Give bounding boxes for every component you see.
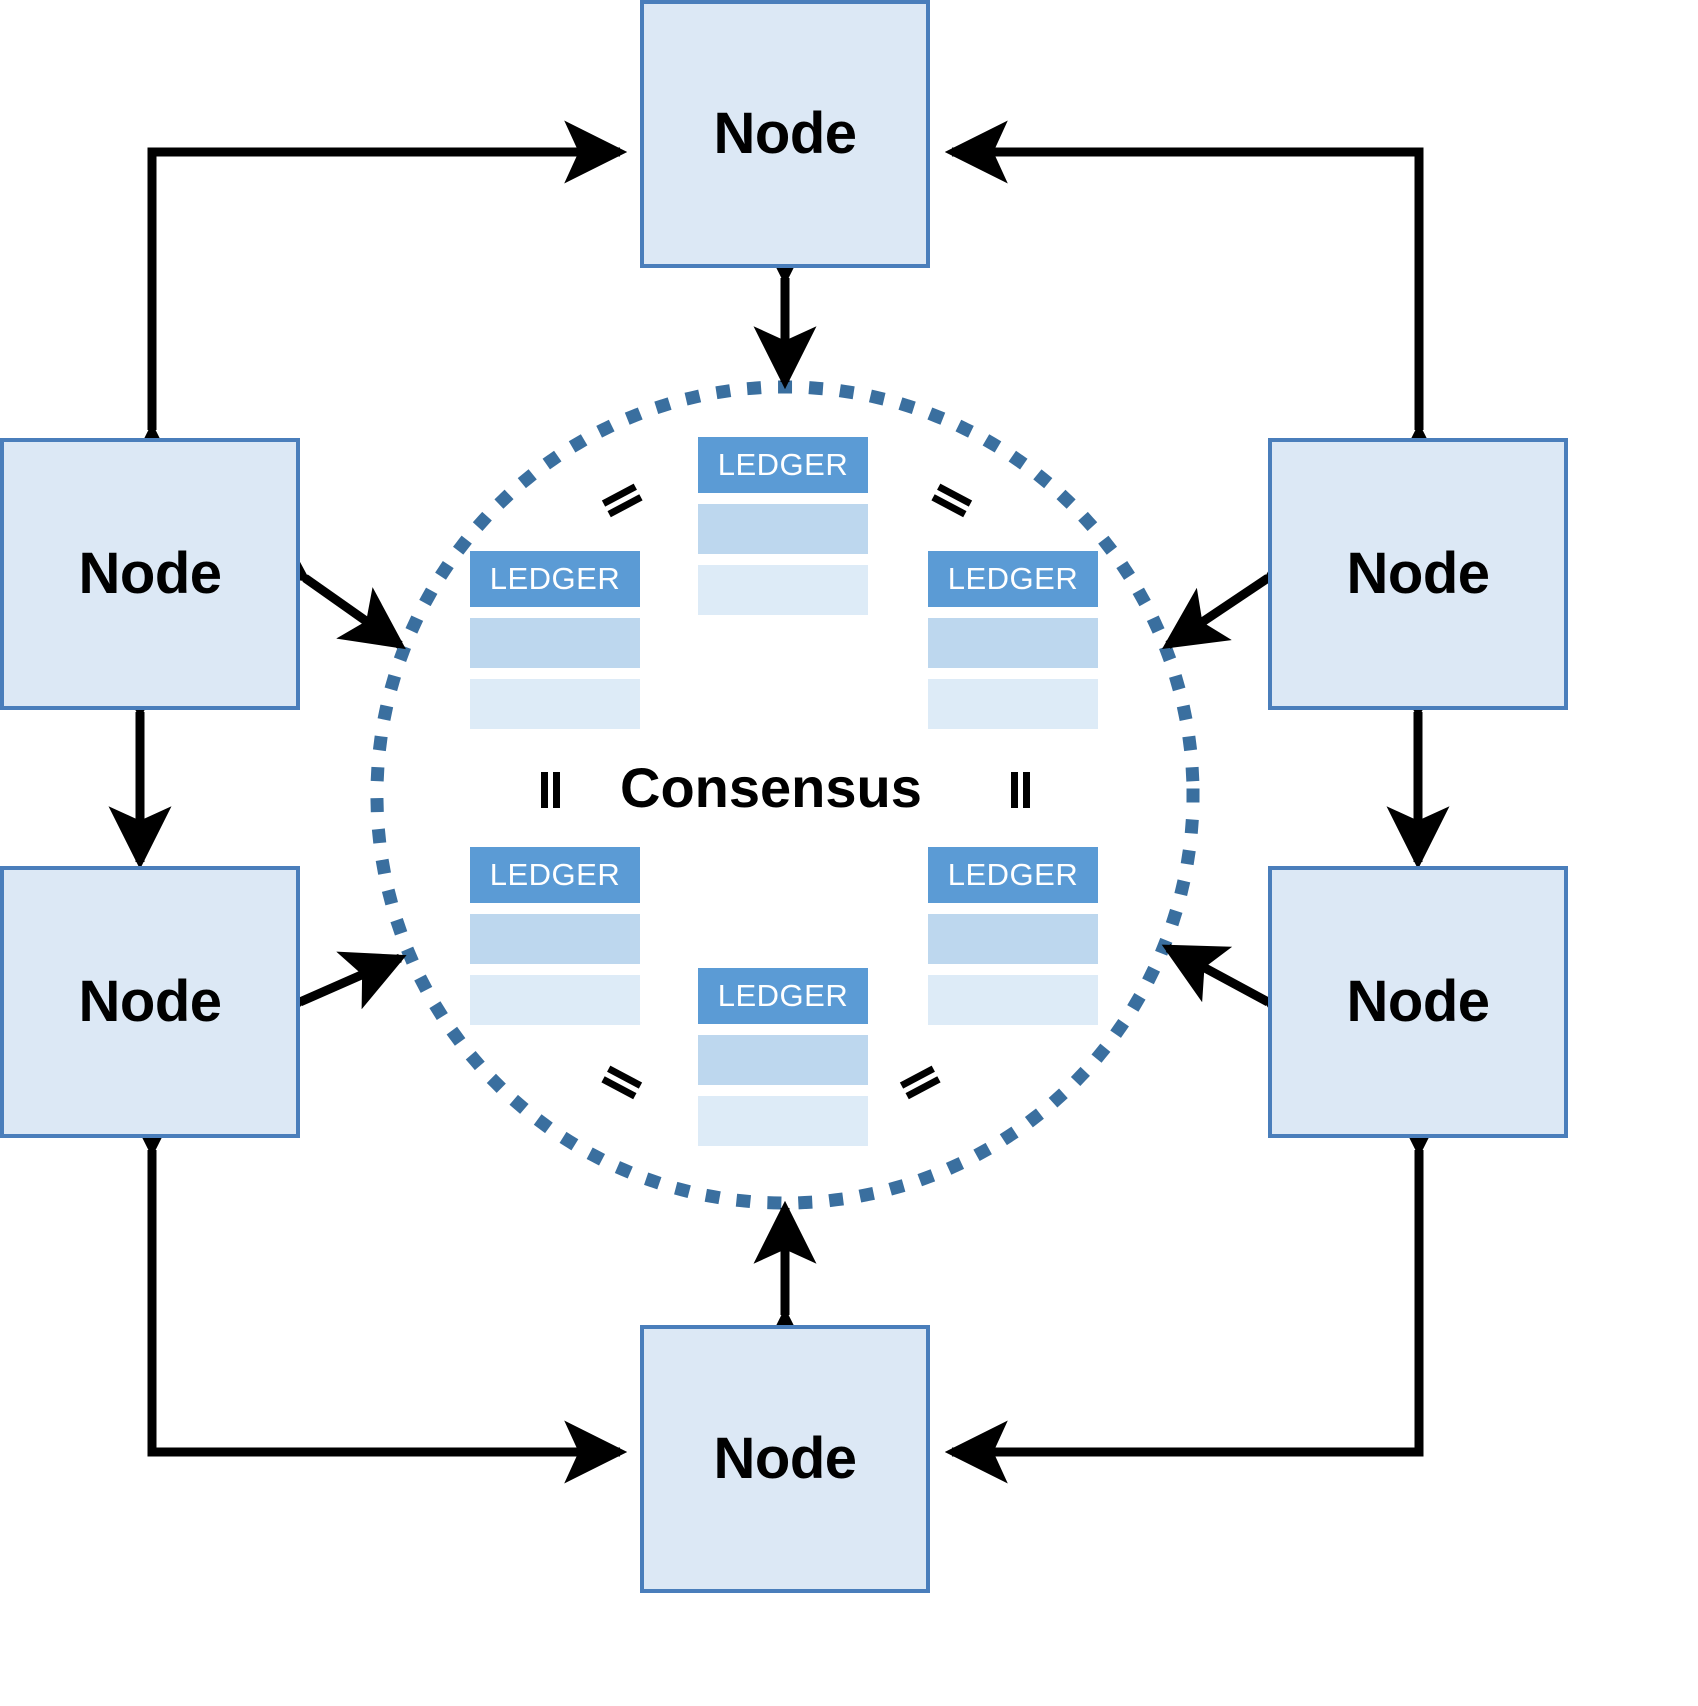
consensus-label: Consensus bbox=[620, 756, 922, 819]
ledger-lower-right-title: LEDGER bbox=[928, 847, 1098, 903]
ledger-bottom-row-1 bbox=[698, 1035, 868, 1085]
arrow-left-upper-to-consensus bbox=[241, 520, 406, 650]
node-right-upper-label: Node bbox=[1346, 541, 1491, 606]
ledger-upper-right-title: LEDGER bbox=[928, 551, 1098, 607]
ledger-top-row-1 bbox=[698, 504, 868, 554]
equals-icon-lower-right bbox=[899, 1065, 941, 1100]
ledger-top[interactable]: LEDGER bbox=[698, 437, 868, 615]
ledger-lower-right-row-1 bbox=[928, 914, 1098, 964]
ledger-top-row-2 bbox=[698, 565, 868, 615]
node-right-upper[interactable]: Node bbox=[1268, 438, 1568, 710]
ledger-lower-left-row-1 bbox=[470, 914, 640, 964]
arrow-right-lower-to-bottom bbox=[944, 1094, 1451, 1484]
ledger-lower-right[interactable]: LEDGER bbox=[928, 847, 1098, 1025]
node-top[interactable]: Node bbox=[640, 0, 930, 268]
node-left-upper-label: Node bbox=[78, 541, 223, 606]
ledger-upper-right-row-2 bbox=[928, 679, 1098, 729]
ledger-upper-left-row-1 bbox=[470, 618, 640, 668]
node-right-lower[interactable]: Node bbox=[1268, 866, 1568, 1138]
ledger-bottom[interactable]: LEDGER bbox=[698, 968, 868, 1146]
equals-icon-mid-left bbox=[541, 772, 560, 808]
node-top-label: Node bbox=[713, 101, 858, 166]
arrow-right-upper-to-consensus bbox=[1162, 520, 1332, 650]
ledger-lower-left[interactable]: LEDGER bbox=[470, 847, 640, 1025]
ledger-lower-left-row-2 bbox=[470, 975, 640, 1025]
arrow-right-upper-to-top bbox=[944, 120, 1451, 486]
node-bottom[interactable]: Node bbox=[640, 1325, 930, 1593]
ledger-upper-right-row-1 bbox=[928, 618, 1098, 668]
ledger-bottom-title: LEDGER bbox=[698, 968, 868, 1024]
node-bottom-label: Node bbox=[713, 1426, 858, 1491]
ledger-upper-left[interactable]: LEDGER bbox=[470, 551, 640, 729]
equals-icon-mid-right bbox=[1011, 772, 1030, 808]
ledger-lower-left-title: LEDGER bbox=[470, 847, 640, 903]
node-left-lower-label: Node bbox=[78, 969, 223, 1034]
ledger-lower-right-row-2 bbox=[928, 975, 1098, 1025]
equals-icon-upper-right bbox=[931, 483, 973, 518]
ledger-top-title: LEDGER bbox=[698, 437, 868, 493]
node-right-lower-label: Node bbox=[1346, 969, 1491, 1034]
ledger-bottom-row-2 bbox=[698, 1096, 868, 1146]
equals-icon-upper-left bbox=[601, 483, 643, 518]
ledger-upper-left-row-2 bbox=[470, 679, 640, 729]
ledger-upper-left-title: LEDGER bbox=[470, 551, 640, 607]
equals-icon-lower-left bbox=[601, 1065, 643, 1100]
ledger-upper-right[interactable]: LEDGER bbox=[928, 551, 1098, 729]
node-left-upper[interactable]: Node bbox=[0, 438, 300, 710]
node-left-lower[interactable]: Node bbox=[0, 866, 300, 1138]
arrow-left-lower-to-consensus bbox=[236, 951, 407, 1054]
arrow-left-upper-to-top bbox=[120, 120, 628, 486]
arrow-left-lower-to-bottom bbox=[120, 1094, 628, 1484]
arrow-right-lower-to-consensus bbox=[1161, 944, 1333, 1057]
